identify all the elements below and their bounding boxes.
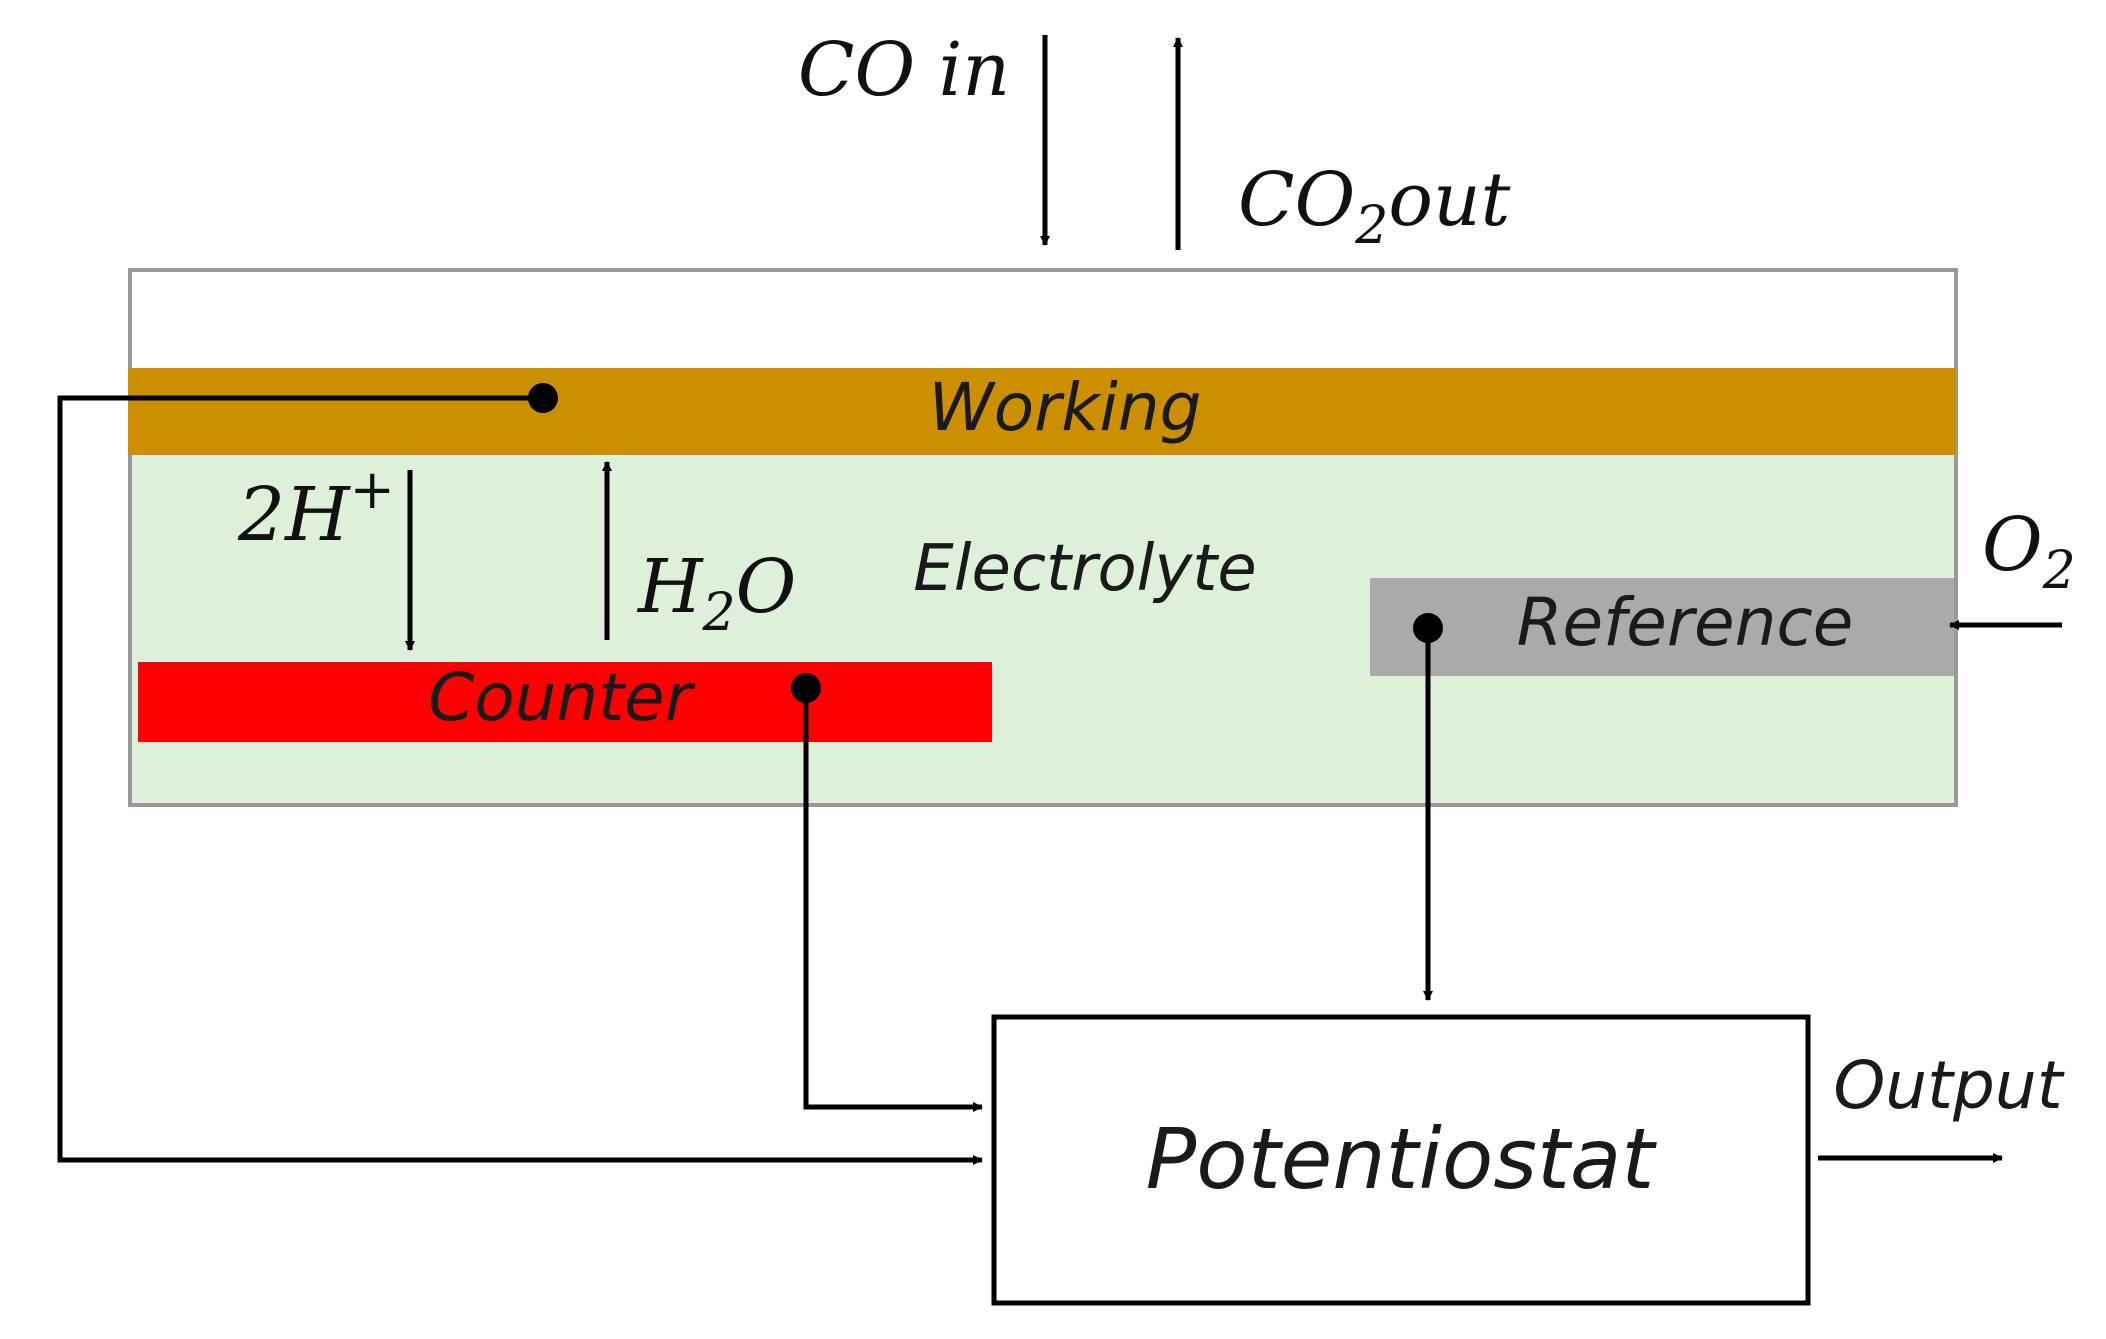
o2-label-sub: 2 [2042, 541, 2076, 601]
electrolyte-label: Electrolyte [913, 532, 1256, 606]
counter-wire [803, 688, 983, 1112]
counter-electrode-label: Counter [428, 659, 696, 736]
counter-electrode [138, 662, 992, 742]
o2-label: O2 [1982, 502, 2076, 601]
potentiostat-box [991, 1014, 1811, 1306]
co-in-label: CO in [798, 27, 1010, 113]
co2-out-label-main: CO [1238, 157, 1355, 243]
working-electrode-label: Working [928, 369, 1201, 446]
water-label: H2O [636, 544, 796, 643]
co2-out-label-sub: 2 [1354, 196, 1388, 256]
water-label-sub: 2 [702, 583, 736, 643]
water-label-tail: O [736, 544, 797, 630]
output-label: Output [1833, 1047, 2064, 1124]
protons-label: 2H+ [237, 458, 395, 558]
co2-out-label-tail: out [1388, 157, 1510, 243]
water-label-main: H [636, 544, 704, 630]
reference-electrode [1370, 578, 1954, 676]
working-electrode [128, 368, 1956, 455]
co2-out-label: CO2out [1238, 157, 1511, 256]
reference-electrode-label: Reference [1517, 584, 1854, 661]
working-wire [57, 395, 983, 1165]
potentiostat-label: Potentiostat [1146, 1110, 1658, 1208]
o2-label-main: O [1982, 502, 2043, 588]
protons-label-sup: + [350, 458, 395, 521]
protons-label-main: 2H [237, 472, 351, 558]
